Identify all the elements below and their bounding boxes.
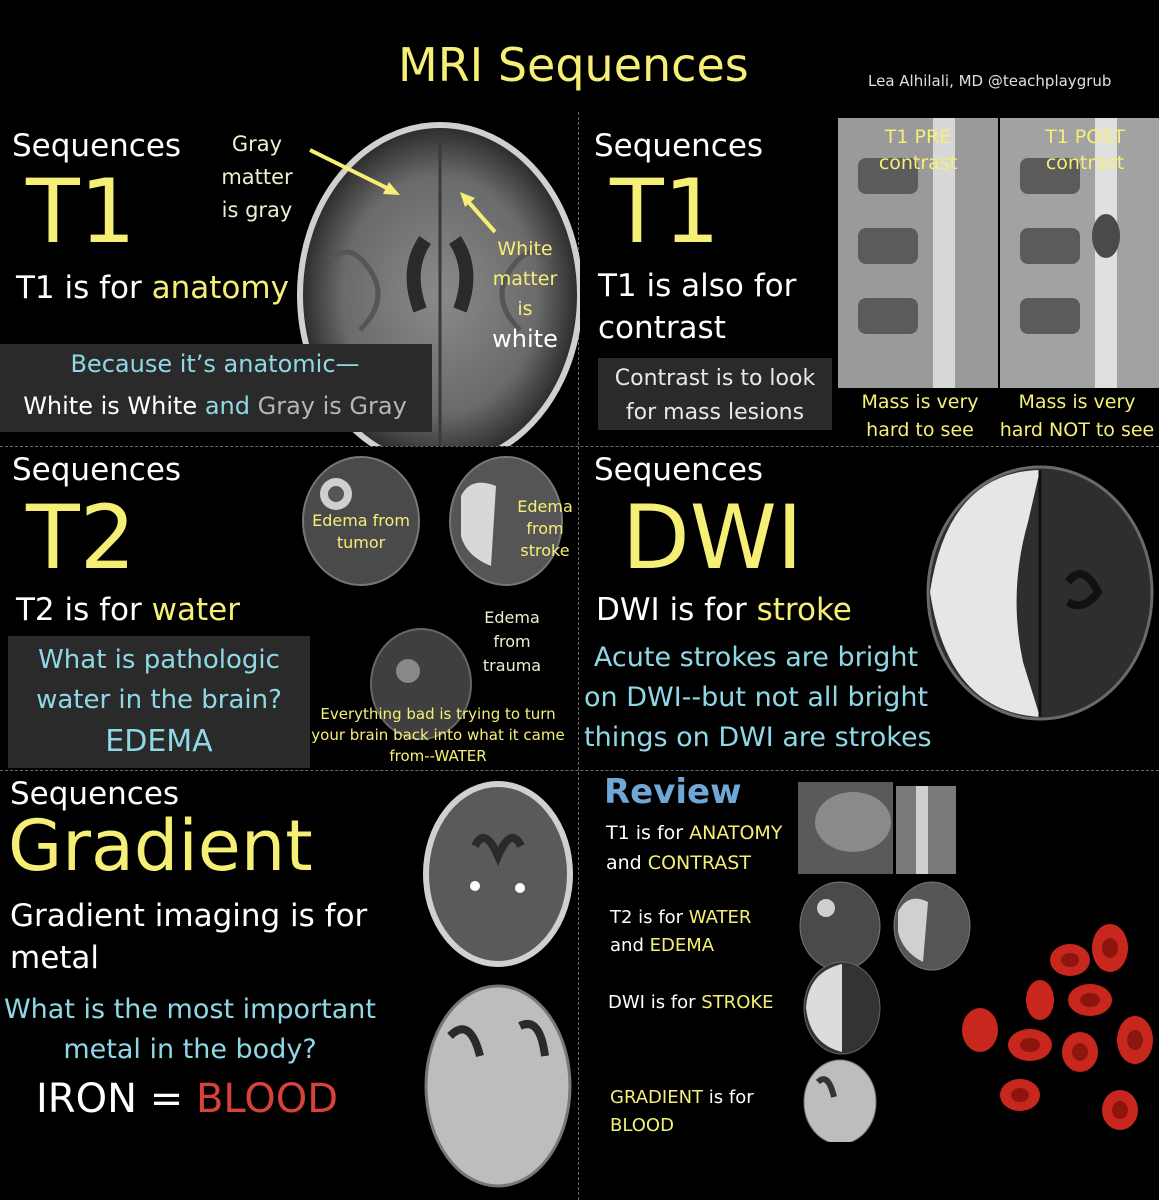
author-credit: Lea Alhilali, MD @teachplaygrub bbox=[868, 72, 1112, 90]
review-gradient: GRADIENT is for BLOOD bbox=[610, 1087, 754, 1136]
t1c-desc-line2: contrast bbox=[598, 310, 726, 346]
t1c-desc-line1: T1 is also for bbox=[598, 268, 797, 304]
gray-matter-label: Gray matter is gray bbox=[221, 132, 293, 222]
t1c-heading: T1 bbox=[610, 160, 720, 263]
iron-blood-line: IRON = BLOOD bbox=[36, 1076, 339, 1122]
t2-brain-images bbox=[302, 456, 563, 740]
t1-spine-sagittal-images bbox=[838, 118, 1159, 388]
t1-anatomy-box bbox=[0, 344, 432, 432]
dwi-desc: DWI is for stroke bbox=[596, 592, 852, 628]
review-thumbnail-images bbox=[798, 782, 971, 1142]
gradient-sequences-label: Sequences bbox=[10, 776, 180, 812]
dwi-heading: DWI bbox=[622, 486, 803, 589]
t1-box-line2: White is White and Gray is Gray bbox=[23, 392, 407, 420]
gradient-brain-images bbox=[423, 781, 573, 1188]
review-heading: Review bbox=[604, 772, 742, 812]
vertical-divider bbox=[578, 112, 580, 1200]
t1-box-line1: Because it’s anatomic— bbox=[70, 350, 360, 378]
white-matter-label: White matter is white bbox=[492, 238, 558, 353]
t2-box bbox=[8, 636, 310, 768]
gradient-desc-line1: Gradient imaging is for bbox=[10, 898, 368, 934]
review-t1: T1 is for ANATOMY and CONTRAST bbox=[606, 822, 783, 874]
t1c-box bbox=[598, 358, 832, 430]
t1-anatomy-desc: T1 is for anatomy bbox=[16, 270, 289, 306]
t2-sequences-label: Sequences bbox=[12, 452, 182, 488]
t1-heading: T1 bbox=[26, 160, 136, 263]
horizontal-divider-1 bbox=[0, 446, 1159, 448]
t1c-sequences-label: Sequences bbox=[594, 128, 764, 164]
dwi-sequences-label: Sequences bbox=[594, 452, 764, 488]
red-blood-cells-illustration bbox=[962, 924, 1153, 1130]
t2-heading: T2 bbox=[26, 486, 136, 589]
review-dwi: DWI is for STROKE bbox=[608, 992, 774, 1013]
t2-desc: T2 is for water bbox=[16, 592, 240, 628]
dwi-brain-image bbox=[926, 465, 1154, 721]
review-t2: T2 is for WATER and EDEMA bbox=[610, 907, 752, 956]
horizontal-divider-2 bbox=[0, 770, 1159, 772]
t1-sequences-label: Sequences bbox=[12, 128, 182, 164]
t2-box-edema: EDEMA bbox=[105, 724, 213, 759]
gradient-heading: Gradient bbox=[8, 805, 313, 887]
page-title: MRI Sequences bbox=[398, 38, 749, 92]
gradient-desc-line2: metal bbox=[10, 940, 100, 976]
